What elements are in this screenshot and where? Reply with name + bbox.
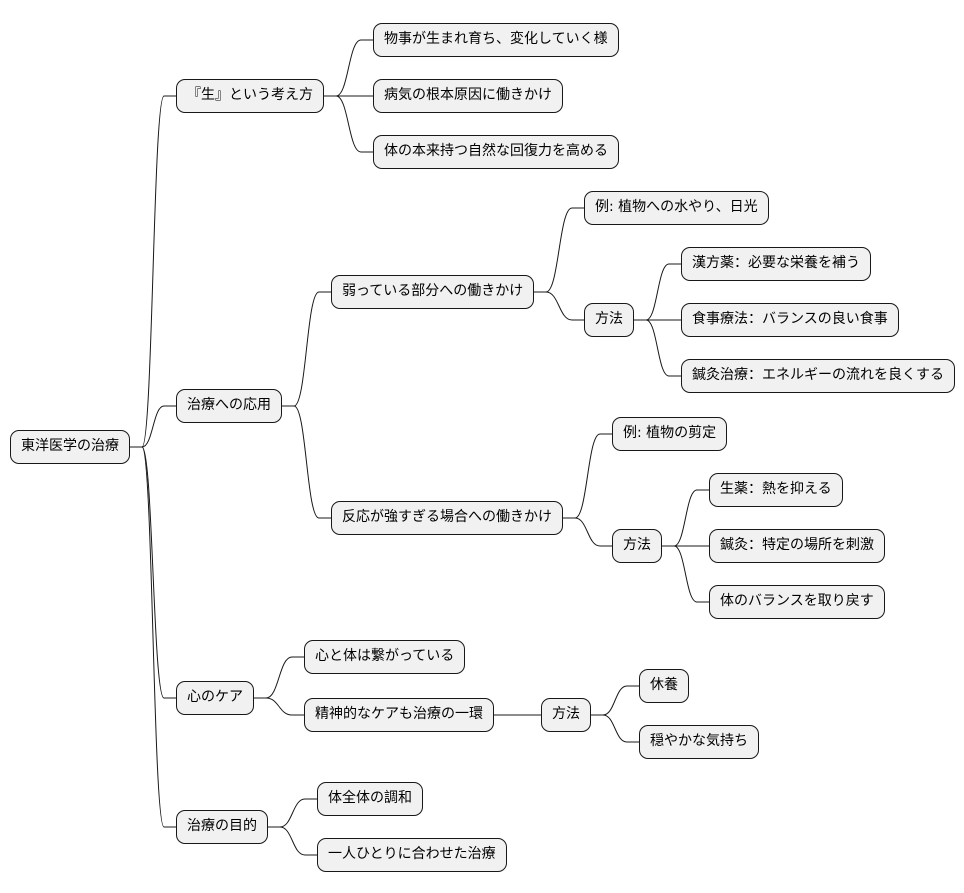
edge-heart-to-heart-1 bbox=[254, 656, 304, 699]
edge-heart-m-to-heart-m2 bbox=[591, 714, 639, 743]
node-strong: 反応が強すぎる場合への働きかけ bbox=[331, 501, 563, 535]
edge-sei-to-sei-3 bbox=[324, 95, 373, 153]
edge-strong-m-to-strong-m1 bbox=[662, 489, 709, 547]
edge-root-to-heart bbox=[130, 446, 176, 699]
node-sei-1: 物事が生まれ育ち、変化していく様 bbox=[373, 23, 619, 57]
edge-goal-to-goal-2 bbox=[268, 826, 317, 856]
edge-root-to-app bbox=[130, 405, 176, 448]
edge-app-to-strong bbox=[282, 405, 331, 519]
node-goal-1: 体全体の調和 bbox=[317, 782, 423, 816]
edge-heart-to-heart-2 bbox=[254, 697, 304, 716]
edge-root-to-sei bbox=[130, 95, 176, 448]
edge-strong-m-to-strong-m3 bbox=[662, 545, 709, 603]
edge-weak-to-weak-ex bbox=[534, 207, 584, 293]
edge-weak-m-to-weak-m3 bbox=[634, 319, 681, 377]
node-weak: 弱っている部分への働きかけ bbox=[331, 275, 535, 309]
node-app: 治療への応用 bbox=[176, 389, 282, 423]
node-weak-ex: 例: 植物への水やり、日光 bbox=[584, 191, 769, 225]
node-heart-2: 精神的なケアも治療の一環 bbox=[304, 698, 494, 732]
node-strong-m2: 鍼灸：特定の場所を刺激 bbox=[709, 529, 885, 563]
node-weak-m1: 漢方薬：必要な栄養を補う bbox=[681, 247, 871, 281]
node-heart-1: 心と体は繋がっている bbox=[304, 640, 466, 674]
node-root: 東洋医学の治療 bbox=[10, 430, 130, 464]
node-weak-m: 方法 bbox=[584, 303, 634, 337]
edge-sei-to-sei-1 bbox=[324, 39, 373, 97]
edge-strong-to-strong-ex bbox=[563, 433, 612, 519]
node-weak-m3: 鍼灸治療：エネルギーの流れを良くする bbox=[681, 359, 955, 393]
node-heart-m: 方法 bbox=[541, 698, 591, 732]
edge-weak-m-to-weak-m1 bbox=[634, 263, 681, 321]
node-goal: 治療の目的 bbox=[176, 810, 268, 844]
node-strong-m1: 生薬：熱を抑える bbox=[709, 473, 843, 507]
node-strong-m: 方法 bbox=[612, 529, 662, 563]
node-heart-m2: 穏やかな気持ち bbox=[639, 725, 759, 759]
node-strong-m3: 体のバランスを取り戻す bbox=[709, 585, 885, 619]
node-strong-ex: 例: 植物の剪定 bbox=[612, 417, 728, 451]
edge-heart-m-to-heart-m1 bbox=[591, 685, 639, 716]
edge-goal-to-goal-1 bbox=[268, 798, 317, 828]
node-sei-2: 病気の根本原因に働きかけ bbox=[373, 79, 563, 113]
edge-strong-to-strong-m bbox=[563, 517, 612, 547]
node-heart-m1: 休養 bbox=[639, 669, 689, 703]
node-weak-m2: 食事療法：バランスの良い食事 bbox=[681, 303, 899, 337]
edge-weak-to-weak-m bbox=[534, 291, 584, 321]
node-heart: 心のケア bbox=[176, 681, 254, 715]
node-goal-2: 一人ひとりに合わせた治療 bbox=[317, 838, 507, 872]
node-sei-3: 体の本来持つ自然な回復力を高める bbox=[373, 135, 619, 169]
node-sei: 『生』という考え方 bbox=[176, 79, 324, 113]
edge-app-to-weak bbox=[282, 291, 331, 407]
edge-root-to-goal bbox=[130, 446, 176, 828]
